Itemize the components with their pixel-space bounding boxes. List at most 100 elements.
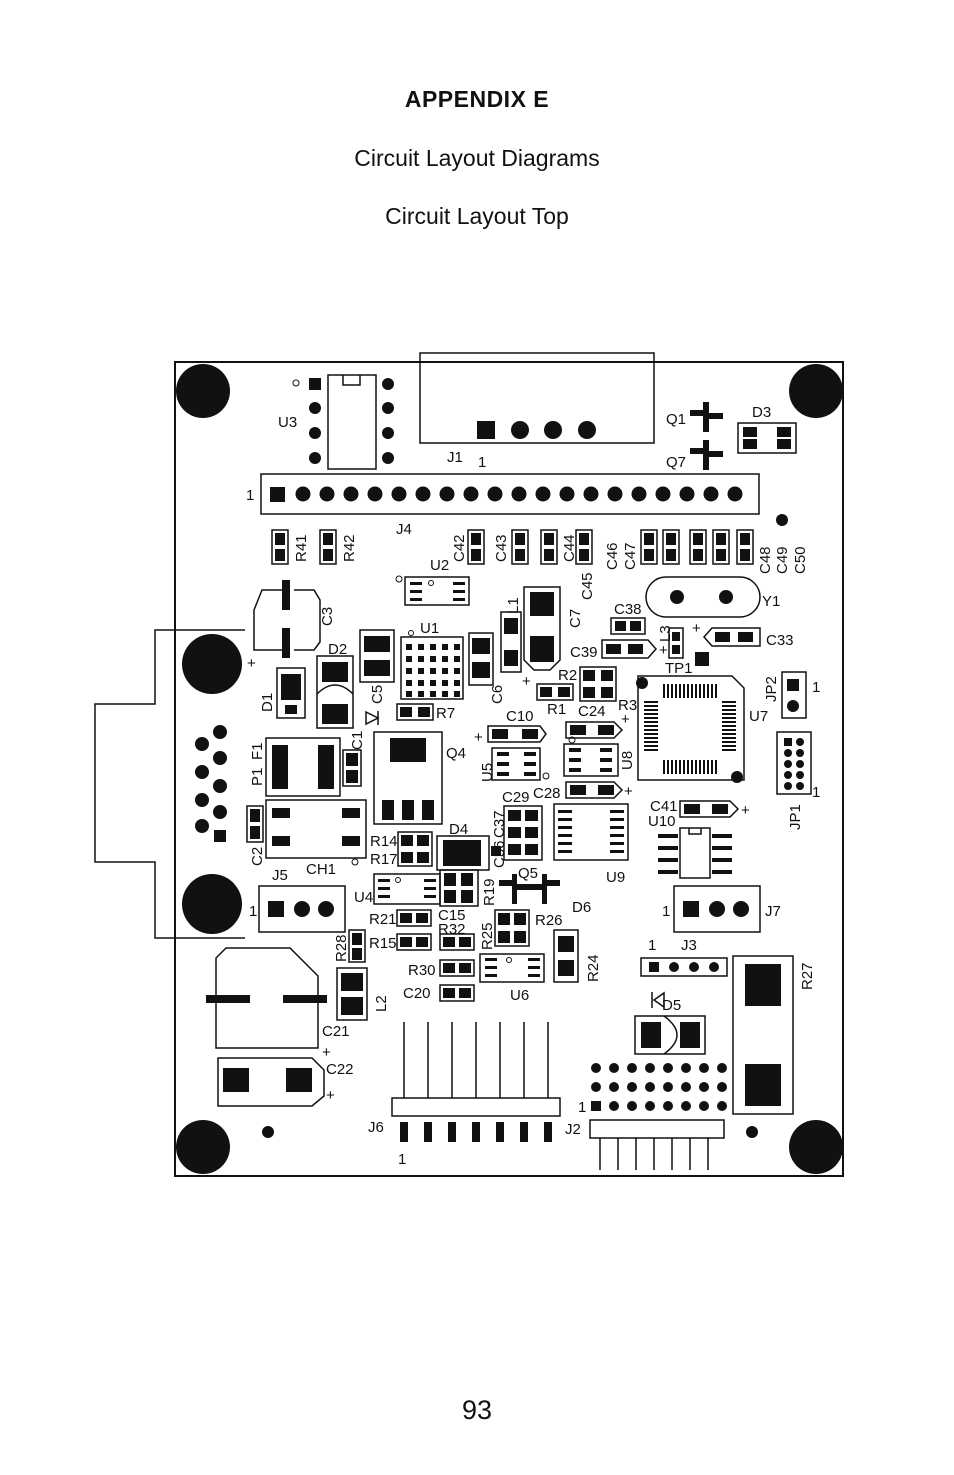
svg-text:1: 1 — [812, 784, 820, 801]
c38-l3-c39-c33 — [601, 617, 761, 666]
f1-p1-ch1-components — [246, 737, 367, 866]
svg-text:C5: C5 — [369, 685, 386, 704]
svg-text:R42: R42 — [341, 534, 358, 562]
svg-text:+: + — [741, 802, 750, 819]
svg-text:R21: R21 — [369, 911, 397, 928]
svg-text:Y1: Y1 — [762, 593, 780, 610]
svg-text:J6: J6 — [368, 1119, 384, 1136]
db9-pins — [195, 725, 227, 842]
svg-text:TP1: TP1 — [665, 660, 693, 677]
svg-text:+: + — [247, 655, 256, 672]
svg-text:J1: J1 — [447, 449, 463, 466]
d4-q5-d6-r14-r17 — [397, 831, 560, 907]
svg-text:U9: U9 — [606, 869, 625, 886]
svg-text:C2: C2 — [249, 847, 266, 866]
u4-ic — [373, 873, 441, 905]
c41-u10 — [658, 800, 740, 879]
svg-text:U7: U7 — [749, 708, 768, 725]
section-title: Circuit Layout Top — [385, 203, 569, 229]
u2-ic — [395, 575, 470, 606]
j7-connector — [673, 885, 761, 933]
svg-text:C46: C46 — [604, 542, 621, 570]
r21-r15-r26-r25 — [396, 909, 530, 951]
db9-connector-outline — [94, 629, 245, 939]
svg-text:C33: C33 — [766, 632, 794, 649]
svg-text:C42: C42 — [451, 534, 468, 562]
svg-text:+: + — [474, 729, 483, 746]
j4-header — [260, 473, 760, 515]
mounting-holes — [176, 364, 843, 1174]
svg-text:C21: C21 — [322, 1023, 350, 1040]
page-number: 93 — [461, 1395, 493, 1425]
svg-text:CH1: CH1 — [306, 861, 336, 878]
svg-text:R25: R25 — [479, 922, 496, 950]
svg-text:1: 1 — [249, 903, 257, 920]
svg-text:C37: C37 — [491, 810, 508, 838]
svg-text:C22: C22 — [326, 1061, 354, 1078]
svg-text:F1: F1 — [249, 742, 266, 760]
svg-text:R30: R30 — [408, 962, 436, 979]
mid-section-ics — [487, 721, 629, 861]
svg-text:D6: D6 — [572, 899, 591, 916]
u3-dip-ic — [292, 374, 394, 470]
svg-text:1: 1 — [662, 903, 670, 920]
svg-text:C24: C24 — [578, 703, 606, 720]
svg-text:U5: U5 — [479, 763, 496, 782]
svg-text:C50: C50 — [792, 546, 809, 574]
svg-text:+: + — [322, 1044, 331, 1061]
q1-q7-transistors — [690, 402, 723, 470]
svg-text:1: 1 — [478, 454, 486, 471]
svg-text:+: + — [621, 711, 630, 728]
svg-text:C20: C20 — [403, 985, 431, 1002]
svg-text:D3: D3 — [752, 404, 771, 421]
svg-text:R28: R28 — [333, 934, 350, 962]
svg-text:Q4: Q4 — [446, 745, 466, 762]
c5-c6-capacitors — [359, 629, 494, 686]
l1-c7-components — [500, 586, 561, 673]
c21-c22-l2-r28 — [206, 929, 368, 1107]
r7-r1-r2-r3 — [396, 666, 617, 721]
svg-text:U3: U3 — [278, 414, 297, 431]
svg-text:Q5: Q5 — [518, 865, 538, 882]
svg-text:J2: J2 — [565, 1121, 581, 1138]
svg-text:1: 1 — [398, 1151, 406, 1168]
j5-connector — [258, 885, 346, 933]
svg-text:C28: C28 — [533, 785, 561, 802]
svg-text:Q1: Q1 — [666, 411, 686, 428]
svg-text:C48: C48 — [757, 546, 774, 574]
c3-capacitor — [253, 580, 321, 658]
svg-text:R7: R7 — [436, 705, 455, 722]
svg-text:C15: C15 — [438, 907, 466, 924]
d1-d2-diodes — [276, 655, 380, 729]
d3-diode — [737, 422, 797, 454]
svg-text:C39: C39 — [570, 644, 598, 661]
svg-text:D1: D1 — [259, 693, 276, 712]
svg-text:R41: R41 — [293, 534, 310, 562]
component-labels: U3 J1 1 Q1 Q7 D3 1 J4 U2 C38 Y1 C33 U1 D… — [246, 404, 820, 1168]
svg-text:C1: C1 — [349, 731, 366, 750]
j3-connector — [640, 957, 728, 977]
svg-text:U8: U8 — [619, 751, 636, 770]
svg-text:R1: R1 — [547, 701, 566, 718]
svg-text:D5: D5 — [662, 997, 681, 1014]
svg-text:1: 1 — [578, 1099, 586, 1116]
resistor-capacitor-row — [271, 529, 754, 565]
r27-resistor — [732, 955, 794, 1115]
q4-regulator — [373, 731, 443, 825]
svg-text:R17: R17 — [370, 851, 398, 868]
svg-text:Q7: Q7 — [666, 454, 686, 471]
appendix-title: APPENDIX E — [404, 86, 550, 112]
svg-text:J7: J7 — [765, 903, 781, 920]
svg-text:C47: C47 — [622, 542, 639, 570]
svg-text:C49: C49 — [774, 546, 791, 574]
svg-text:U1: U1 — [420, 620, 439, 637]
page-subtitle: Circuit Layout Diagrams — [354, 145, 600, 171]
svg-text:1: 1 — [648, 937, 656, 954]
svg-text:J3: J3 — [681, 937, 697, 954]
u7-qfp-ic — [637, 675, 745, 781]
svg-text:C44: C44 — [561, 534, 578, 562]
j1-connector — [419, 352, 655, 444]
svg-text:J5: J5 — [272, 867, 288, 884]
svg-text:C29: C29 — [502, 789, 530, 806]
svg-text:R3: R3 — [618, 697, 637, 714]
